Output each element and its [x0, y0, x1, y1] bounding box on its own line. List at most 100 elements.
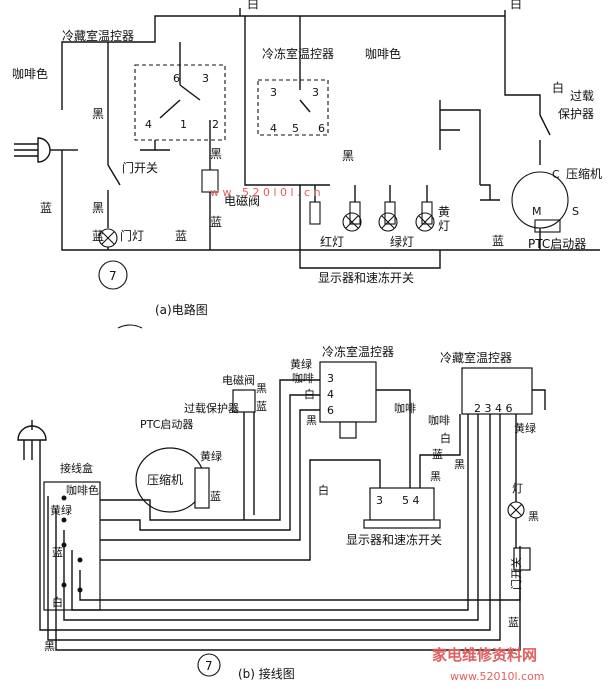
watermark-mid-url: w w . 5 2 0 l 0 l . c n [210, 186, 321, 199]
label-black-lamp: 黑 [528, 510, 539, 523]
label-fridge-thermostat: 冷藏室温控器 [62, 28, 134, 43]
label-compressor: 压缩机 [566, 166, 602, 181]
decorative-tilde [117, 324, 143, 329]
fz-term-3b: 3 [312, 86, 319, 99]
labels-b: 冷冻室温控器 冷藏室温控器 电磁阀 过载保护器 PTC启动器 压缩机 接线盒 咖… [44, 344, 539, 681]
label-display-switch-b: 显示器和速冻开关 [346, 532, 442, 547]
label-yg-comp: 黄绿 [200, 449, 222, 463]
watermark-site-url: www.52010l.com [450, 670, 545, 683]
figure-number-a: 7 [109, 269, 117, 283]
caption-a: (a)电路图 [155, 302, 208, 317]
label-coffee-right: 咖啡色 [365, 46, 401, 61]
label-ptc-b: PTC启动器 [140, 418, 193, 431]
label-green-lamp: 绿灯 [390, 234, 414, 249]
caption-b: (b) 接线图 [238, 666, 295, 681]
label-white-mid: 白 [304, 387, 315, 401]
watermark: 家电维修资料网 www.52010l.com w w . 5 2 0 l 0 l… [210, 186, 545, 683]
label-coffee-center: 咖啡 [394, 401, 416, 415]
disp-term-b-2: 5 4 [402, 494, 420, 507]
label-black-mid: 黑 [306, 414, 317, 427]
fz-term-b-4: 4 [327, 388, 334, 401]
label-freezer-thermostat-b: 冷冻室温控器 [322, 344, 394, 359]
fz-term-3a: 3 [270, 86, 277, 99]
label-blue-bottom: 蓝 [508, 616, 519, 629]
label-lamp: 灯 [512, 482, 523, 495]
label-coffee-right: 咖啡 [428, 413, 450, 427]
label-display-switch: 显示器和速冻开关 [318, 270, 414, 285]
label-white-comp: 白 [318, 483, 329, 497]
label-yellow-lamp-1: 黄 [438, 205, 450, 219]
indicator-lamps [299, 185, 441, 269]
label-coffee-left: 咖啡色 [12, 66, 48, 81]
label-overload-b: 过载保护器 [184, 401, 239, 415]
wiring-diagram-b [17, 361, 546, 651]
disp-term-b-1: 3 [376, 494, 383, 507]
display-switch-box [369, 487, 435, 521]
label-door-switch: 门开关 [122, 160, 158, 175]
label-compressor-b: 压缩机 [147, 472, 183, 487]
ptc-overload-block [194, 467, 210, 509]
label-black-3: 黑 [210, 147, 222, 161]
freezer-thermostat [319, 361, 377, 423]
power-plug [14, 137, 78, 163]
label-blue-4: 蓝 [210, 215, 222, 229]
freezer-thermostat-box [257, 79, 329, 136]
label-door-switch-b: 门开关 [509, 557, 523, 590]
label-freezer-thermostat: 冷冻室温控器 [262, 46, 334, 61]
label-blue-3: 蓝 [175, 229, 187, 243]
fridge-thermostat [461, 367, 533, 415]
fr-terms-b: 2 3 4 6 [474, 402, 512, 415]
label-black-jb: 黑 [44, 640, 55, 653]
label-blue-comp: 蓝 [210, 490, 221, 503]
fz-term-4: 4 [270, 122, 277, 135]
fz-term-6: 6 [318, 122, 325, 135]
label-white-jb: 白 [52, 595, 63, 609]
comp-term-m: M [532, 205, 542, 218]
label-black-1: 黑 [92, 107, 104, 121]
label-overload-1: 过载 [570, 89, 594, 103]
watermark-site-name: 家电维修资料网 [432, 646, 537, 664]
fz-term-5: 5 [292, 122, 299, 135]
label-blue-1: 蓝 [40, 201, 52, 215]
labels-a: 冷藏室温控器 冷冻室温控器 咖啡色 咖啡色 白 白 黑 黑 黑 黑 蓝 蓝 蓝 … [12, 0, 602, 317]
circuit-schematic-a [14, 8, 600, 269]
label-coffee-jb: 咖啡色 [66, 483, 99, 497]
label-yg-top: 黄绿 [290, 357, 312, 371]
label-black-2: 黑 [92, 201, 104, 215]
label-coffee-top: 咖啡 [292, 371, 314, 385]
fz-term-b-6: 6 [327, 404, 334, 417]
term-1: 1 [180, 118, 187, 131]
term-3: 3 [202, 72, 209, 85]
label-solenoid: 电磁阀 [224, 193, 260, 208]
label-white-right: 白 [552, 80, 564, 95]
label-yg-jb: 黄绿 [50, 503, 72, 517]
label-white-top: 白 [247, 0, 259, 11]
label-red-lamp: 红灯 [320, 234, 344, 249]
label-black-sol: 黑 [256, 382, 267, 395]
label-solenoid-b: 电磁阀 [222, 373, 255, 387]
comp-term-c: C [552, 168, 560, 181]
label-blue-5: 蓝 [492, 234, 504, 248]
figure-number-circle-b [197, 653, 221, 677]
label-yg-right: 黄绿 [514, 421, 536, 435]
term-4: 4 [145, 118, 152, 131]
label-black-4: 黑 [342, 149, 354, 163]
figure-number-b: 7 [205, 659, 213, 673]
label-blue-2: 蓝 [92, 229, 104, 243]
label-white-right: 白 [440, 431, 451, 445]
label-blue-sol: 蓝 [256, 400, 267, 413]
label-black-right: 黑 [454, 458, 465, 471]
label-blue-center: 蓝 [432, 448, 443, 461]
label-fridge-thermostat-b: 冷藏室温控器 [440, 350, 512, 365]
figure-number-circle-a [98, 260, 128, 290]
label-overload-2: 保护器 [558, 107, 594, 121]
term-6: 6 [173, 72, 180, 85]
door-switch [513, 547, 531, 571]
label-blue-jb: 蓝 [52, 546, 63, 559]
label-black-center: 黑 [430, 470, 441, 483]
fz-term-b-3: 3 [327, 372, 334, 385]
ptc-starter [534, 219, 561, 233]
comp-term-s: S [572, 205, 579, 218]
label-yellow-lamp-2: 灯 [438, 219, 450, 233]
